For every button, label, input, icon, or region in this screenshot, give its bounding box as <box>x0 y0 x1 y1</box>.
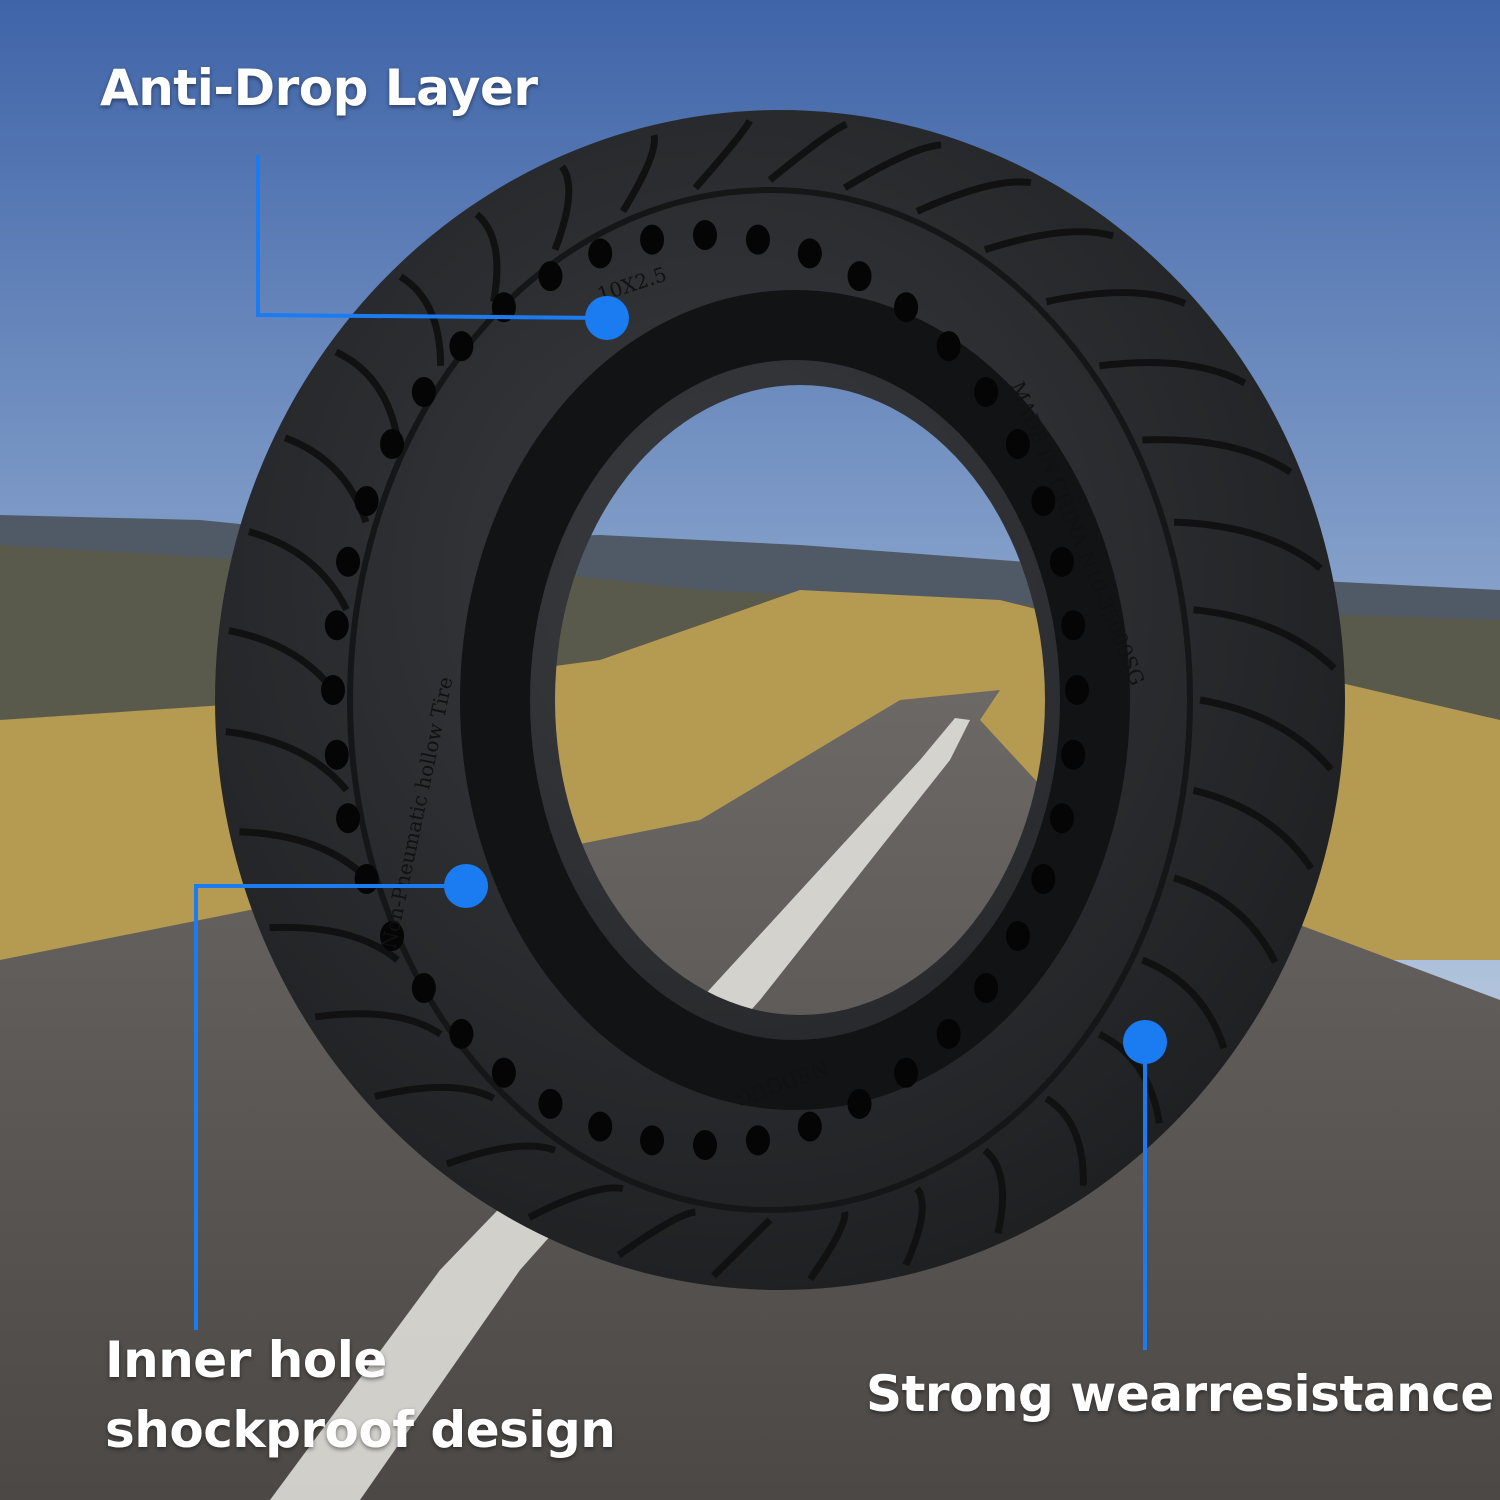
tread-groove <box>247 528 350 612</box>
side-hole <box>1005 920 1030 951</box>
tread-groove <box>239 828 369 881</box>
side-hole <box>797 238 822 269</box>
side-hole <box>449 1018 474 1049</box>
side-hole <box>894 292 919 323</box>
tread-groove <box>445 1142 557 1168</box>
tread-groove <box>983 228 1115 254</box>
tread-groove <box>842 141 942 191</box>
tread-groove <box>1045 289 1187 307</box>
side-hole <box>1061 610 1086 641</box>
side-hole <box>640 224 665 255</box>
side-hole <box>588 238 613 269</box>
side-hole <box>1065 675 1089 705</box>
inner-hole-label-line2: shockproof design <box>105 1401 616 1459</box>
side-hole <box>847 1088 872 1119</box>
side-hole <box>1031 485 1056 516</box>
tread-groove <box>1199 696 1334 772</box>
tread-groove <box>527 1184 624 1221</box>
tread-groove <box>398 273 445 366</box>
side-hole <box>588 1111 613 1142</box>
tread-groove <box>314 1010 443 1038</box>
tread-groove <box>915 178 1032 215</box>
tread-groove <box>767 120 848 183</box>
side-hole <box>449 331 474 362</box>
tread-groove <box>692 119 753 191</box>
tread-groove <box>1044 1095 1087 1186</box>
tread-groove <box>1141 956 1228 1050</box>
tread-groove <box>1142 436 1293 476</box>
side-hole <box>1061 739 1086 770</box>
side-hole <box>745 224 770 255</box>
side-hole <box>538 1088 563 1119</box>
side-hole <box>336 803 361 834</box>
side-hole <box>974 972 999 1003</box>
anti-drop-label: Anti-Drop Layer <box>100 59 538 117</box>
side-holes <box>321 220 1089 1160</box>
side-hole <box>411 972 436 1003</box>
anti-drop-dot <box>585 296 629 340</box>
side-hole <box>538 261 563 292</box>
tread-groove <box>1192 786 1315 871</box>
inner-hole-dot <box>444 864 488 908</box>
wear-resistance-label: Strong wearresistance <box>866 1365 1494 1423</box>
tread-groove <box>1173 874 1279 964</box>
wear-dot <box>1123 1020 1167 1064</box>
tread-groove <box>807 1211 849 1282</box>
side-hole <box>380 920 405 951</box>
side-hole <box>411 377 436 408</box>
side-hole <box>847 261 872 292</box>
tread-groove <box>1097 1031 1163 1124</box>
tread-groove <box>711 1217 773 1279</box>
side-hole <box>936 1018 961 1049</box>
side-hole <box>336 546 361 577</box>
side-hole <box>380 429 405 460</box>
side-hole <box>797 1111 822 1142</box>
tread-groove <box>1098 359 1247 387</box>
tread-groove <box>269 923 400 963</box>
tread-pattern <box>225 119 1337 1282</box>
side-hole <box>1031 864 1056 895</box>
side-hole <box>640 1125 665 1156</box>
side-hole <box>693 220 717 250</box>
side-hole <box>354 485 379 516</box>
side-hole <box>324 739 349 770</box>
tread-groove <box>982 1147 1006 1235</box>
tread-groove <box>1173 518 1323 572</box>
side-hole <box>936 331 961 362</box>
side-hole <box>324 610 349 641</box>
side-hole <box>354 864 379 895</box>
tread-groove <box>902 1186 926 1267</box>
side-hole <box>491 1057 516 1088</box>
side-hole <box>974 377 999 408</box>
side-hole <box>894 1057 919 1088</box>
side-hole <box>1049 803 1074 834</box>
tread-groove <box>616 1208 696 1258</box>
tire <box>215 110 1345 1290</box>
tread-groove <box>619 134 658 214</box>
side-hole <box>693 1130 717 1160</box>
tread-groove <box>1193 606 1337 671</box>
tread-groove <box>374 1083 496 1102</box>
side-hole <box>491 292 516 323</box>
tread-groove <box>225 728 350 793</box>
tread-groove <box>334 348 402 441</box>
side-hole <box>745 1125 770 1156</box>
inner-hole-label-line1: Inner hole <box>105 1331 387 1389</box>
side-hole <box>321 675 345 705</box>
callout-lines <box>194 155 1147 1350</box>
side-hole <box>1049 546 1074 577</box>
side-hole <box>1005 429 1030 460</box>
tread-groove <box>474 211 501 303</box>
tread-groove <box>551 164 573 251</box>
